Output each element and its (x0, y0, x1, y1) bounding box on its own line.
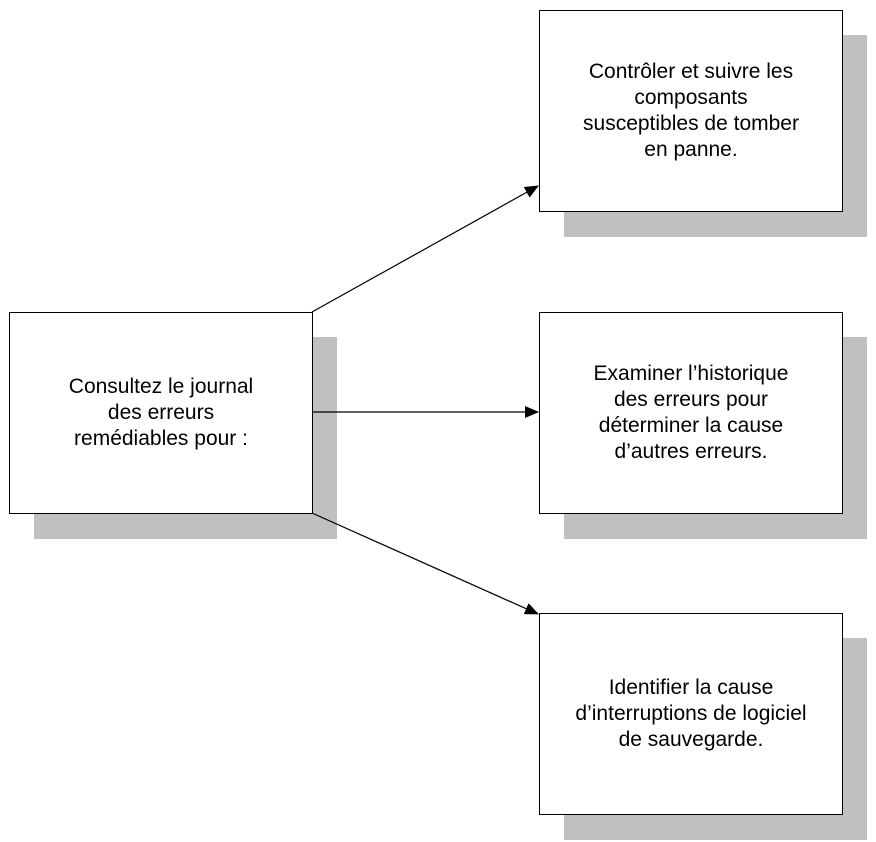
target-box-3: Identifier la cause d’interruptions de l… (539, 613, 843, 815)
target-box-2: Examiner l’historique des erreurs pour d… (539, 312, 843, 514)
arrow-to-target-1 (311, 185, 539, 313)
arrow-to-target-3 (311, 512, 539, 615)
target-box-3-text: Identifier la cause d’interruptions de l… (575, 676, 807, 751)
source-box-text: Consultez le journal des erreurs remédia… (68, 375, 254, 450)
target-box-2-text: Examiner l’historique des erreurs pour d… (593, 362, 789, 463)
source-box: Consultez le journal des erreurs remédia… (9, 312, 313, 514)
target-box-1-text: Contrôler et suivre les composants susce… (583, 60, 799, 161)
target-box-1: Contrôler et suivre les composants susce… (539, 10, 843, 212)
